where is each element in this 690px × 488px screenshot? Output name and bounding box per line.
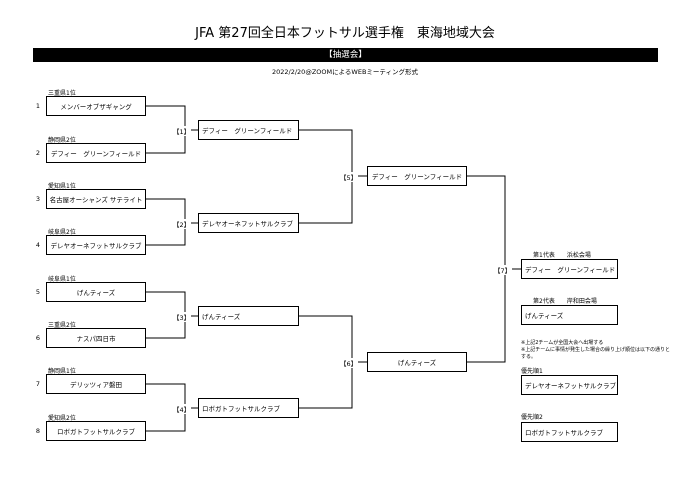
- match-label: 【1】: [172, 126, 192, 136]
- seed-label: 三重県2位: [48, 322, 76, 329]
- rep1-label: 第1代表 浜松会場: [533, 252, 591, 259]
- seed-label: 愛知県1位: [48, 183, 76, 190]
- seed-label: 静岡県1位: [48, 368, 76, 375]
- event-subtitle: 2022/2/20@ZOOMによるWEBミーティング形式: [271, 68, 419, 76]
- round1-winner: げんティーズ: [198, 306, 299, 326]
- team-box: ロボガトフットサルクラブ: [46, 421, 146, 441]
- entry-number: 5: [35, 288, 41, 296]
- alt1-label: 優先順1: [521, 368, 543, 375]
- rep1-team: デフィー グリーンフィールド: [521, 259, 618, 279]
- seed-label: 静岡県2位: [48, 137, 76, 144]
- team-box: メンバーオブザギャング: [46, 96, 146, 116]
- round1-winner: デレヤオーネフットサルクラブ: [198, 213, 299, 233]
- team-box: デフィー グリーンフィールド: [46, 143, 146, 163]
- alt2-label: 優先順2: [521, 414, 543, 421]
- entry-number: 7: [35, 380, 41, 388]
- rep2-team: げんティーズ: [521, 305, 618, 325]
- match-label: 【7】: [493, 265, 513, 275]
- team-box: げんティーズ: [46, 282, 146, 302]
- team-box: デレヤオーネフットサルクラブ: [46, 235, 146, 255]
- round2-winner: げんティーズ: [367, 352, 467, 372]
- alt1-team: デレヤオーネフットサルクラブ: [521, 375, 618, 395]
- round1-winner: ロボガトフットサルクラブ: [198, 398, 299, 418]
- rep2-label: 第2代表 岸和田会場: [533, 298, 597, 305]
- page-title: JFA 第27回全日本フットサル選手権 東海地域大会: [195, 26, 495, 41]
- match-label: 【5】: [339, 172, 359, 182]
- entry-number: 8: [35, 427, 41, 435]
- seed-label: 岐阜県1位: [48, 276, 76, 283]
- match-label: 【4】: [172, 404, 192, 414]
- seed-label: 愛知県2位: [48, 415, 76, 422]
- match-label: 【6】: [339, 358, 359, 368]
- entry-number: 3: [35, 195, 41, 203]
- seed-label: 岐阜県2位: [48, 229, 76, 236]
- entry-number: 2: [35, 149, 41, 157]
- note-1: ※上記2チームが全国大会へ出場する: [521, 340, 604, 346]
- entry-number: 6: [35, 334, 41, 342]
- match-label: 【2】: [172, 219, 192, 229]
- team-box: デリッツィア磐田: [46, 374, 146, 394]
- match-label: 【3】: [172, 312, 192, 322]
- seed-label: 三重県1位: [48, 90, 76, 97]
- team-box: ナスパ四日市: [46, 328, 146, 348]
- team-box: 名古屋オーシャンズ サテライト: [46, 189, 146, 209]
- round1-winner: デフィー グリーンフィールド: [198, 120, 299, 140]
- entry-number: 4: [35, 241, 41, 249]
- alt2-team: ロボガトフットサルクラブ: [521, 422, 618, 442]
- round2-winner: デフィー グリーンフィールド: [367, 166, 467, 186]
- section-header: 【抽選会】: [33, 48, 658, 62]
- note-2: ※上記チームに事情が発生した場合の繰り上げ順位は以下の通りとする。: [521, 347, 671, 360]
- entry-number: 1: [35, 102, 41, 110]
